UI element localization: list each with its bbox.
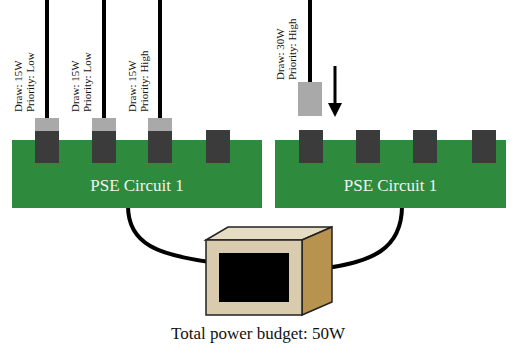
device-label: Draw: 15W [12,60,24,112]
caption: Total power budget: 50W [0,324,516,344]
device-label: Priority: Low [81,52,93,112]
device-label: Priority: Low [24,52,36,112]
power-wire [128,206,210,262]
psu-screen [219,253,289,302]
plug [92,118,116,131]
port [413,130,437,163]
port [35,130,59,163]
port [148,130,172,163]
cable [308,0,312,82]
device-label: Draw: 30W [274,28,286,80]
pse-board: PSE Circuit 1 [275,140,506,208]
arrow-head [328,103,342,117]
psu-side [302,227,332,315]
port [206,130,230,163]
device-label: Priority: High [138,51,150,112]
plug [35,118,59,131]
cable [102,0,106,118]
port [472,130,496,163]
device-label: Priority: High [286,19,298,80]
cable [45,0,49,118]
board-label: PSE Circuit 1 [90,176,184,196]
device-label: Draw: 15W [126,60,138,112]
port [356,130,380,163]
psu-front [206,240,302,315]
plug [148,118,172,131]
board-label: PSE Circuit 1 [344,176,438,196]
pse-board: PSE Circuit 1 [12,140,262,208]
port [299,130,323,163]
plug [298,82,322,116]
port [92,130,116,163]
device-label: Draw: 15W [69,60,81,112]
cable [158,0,162,118]
power-wire [326,206,402,268]
insert-arrow [334,66,337,106]
